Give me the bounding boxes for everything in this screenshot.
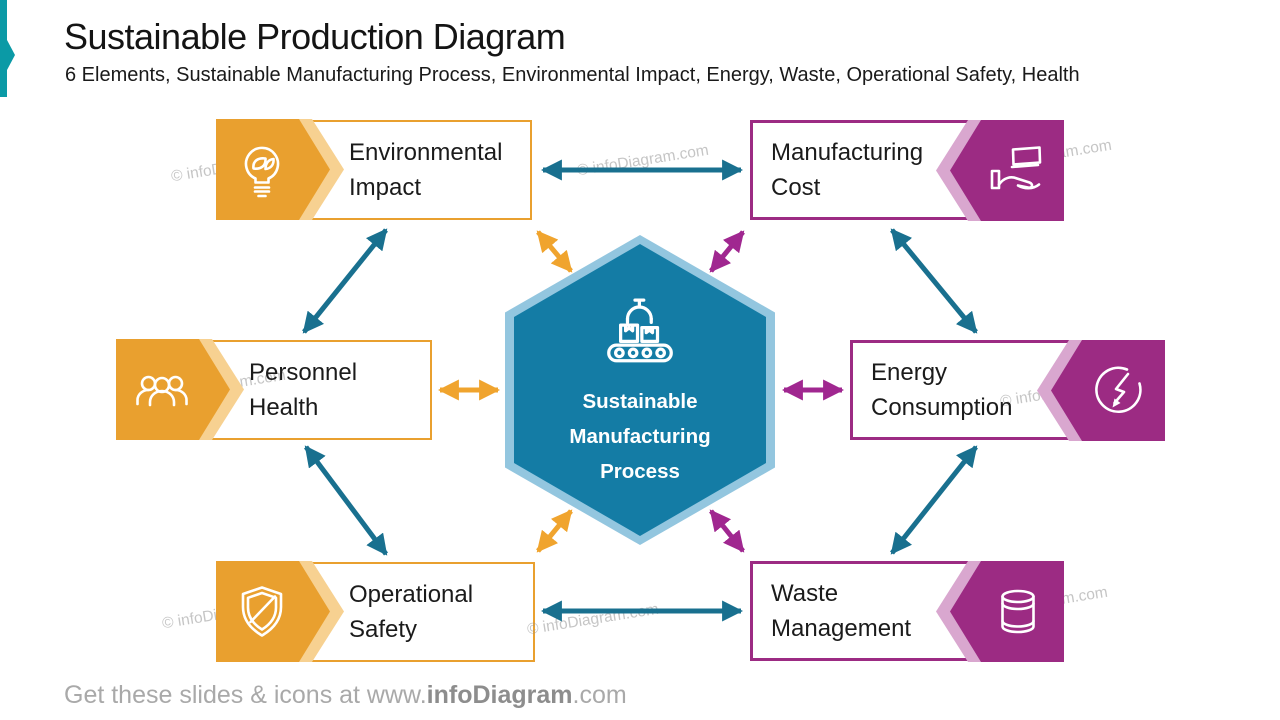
footer-brand: infoDiagram <box>426 681 573 709</box>
central-label-line1: Sustainable <box>582 389 698 413</box>
people-icon <box>136 375 188 406</box>
footer-prefix: Get these slides & icons at www. <box>64 681 427 709</box>
node-waste-management: Waste Management <box>750 561 1064 662</box>
node-label-line1: Energy <box>871 359 948 386</box>
node-energy-consumption: Energy Consumption <box>850 340 1165 441</box>
node-manufacturing-cost: Manufacturing Cost <box>750 120 1064 221</box>
page-title: Sustainable Production Diagram <box>64 16 566 57</box>
footer-suffix: .com <box>572 681 627 709</box>
eco-bulb-icon <box>244 146 280 197</box>
node-label: Waste Management <box>753 564 1061 658</box>
node-label-line1: Manufacturing <box>771 139 924 166</box>
watermark: © infoDiagram.com <box>525 600 660 639</box>
title-accent-arrow <box>0 0 15 97</box>
footer-promo: Get these slides & icons at www.infoDiag… <box>64 681 627 710</box>
node-label-line1: Environmental <box>349 139 503 166</box>
arrow-personnel-op-safety <box>303 445 389 556</box>
node-label: Personnel Health <box>119 342 430 438</box>
node-label: Operational Safety <box>219 564 533 660</box>
node-personnel-health: Personnel Health <box>116 339 432 440</box>
arrow-op-safety-center <box>536 509 573 553</box>
waste-barrel-icon <box>1001 589 1035 633</box>
node-label-line2: Health <box>249 394 319 421</box>
arrow-mfg-cost-energy <box>890 228 978 334</box>
node-label-line1: Waste <box>771 580 839 607</box>
central-hexagon-fill: Sustainable Manufacturing Process <box>514 244 766 536</box>
node-environmental-impact: Environmental Impact <box>216 119 532 220</box>
arrow-waste-center <box>709 509 745 553</box>
node-label-line2: Management <box>771 615 912 642</box>
node-label-line2: Safety <box>349 616 418 643</box>
central-label-line2: Manufacturing <box>569 424 711 448</box>
arrow-env-impact-personnel <box>302 228 388 334</box>
money-hand-icon <box>990 145 1042 189</box>
central-hexagon: Sustainable Manufacturing Process <box>505 235 775 545</box>
arrow-env-impact-center <box>536 230 573 273</box>
arrow-mfg-cost-center <box>709 230 745 273</box>
node-label-line2: Impact <box>349 174 422 201</box>
page-subtitle: 6 Elements, Sustainable Manufacturing Pr… <box>65 64 1080 86</box>
safety-shield-icon <box>241 585 283 637</box>
node-operational-safety: Operational Safety <box>216 561 535 662</box>
node-label-line2: Consumption <box>871 394 1013 421</box>
conveyor-belt-icon <box>607 298 673 362</box>
node-label: Energy Consumption <box>853 343 1162 437</box>
node-label: Manufacturing Cost <box>753 123 1061 217</box>
watermark: © infoDiagram.com <box>575 141 710 180</box>
central-label-line3: Process <box>600 459 680 483</box>
node-label: Environmental Impact <box>219 122 530 218</box>
node-label-line1: Operational <box>349 581 474 608</box>
node-label-line2: Cost <box>771 174 821 201</box>
arrow-energy-waste <box>890 445 978 555</box>
node-label-line1: Personnel <box>249 359 358 386</box>
energy-cycle-icon <box>1095 365 1142 413</box>
central-label: Sustainable Manufacturing Process <box>569 384 710 489</box>
